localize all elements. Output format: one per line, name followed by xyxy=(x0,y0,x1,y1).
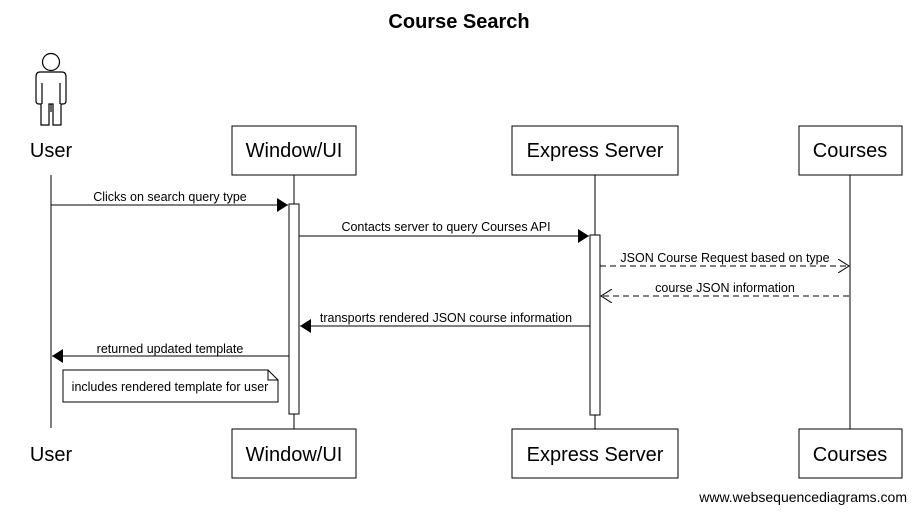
message-1: Clicks on search query type xyxy=(51,190,288,212)
activation-bar-window xyxy=(288,203,300,415)
message-5: transports rendered JSON course informat… xyxy=(300,311,590,333)
participant-courses-bottom: Courses xyxy=(798,428,903,479)
message-4: course JSON information xyxy=(601,281,849,296)
actor-user-top: User xyxy=(30,52,73,162)
participant-label-server: Express Server xyxy=(527,140,664,162)
participant-label-user: User xyxy=(30,140,73,162)
note-text: includes rendered template for user xyxy=(72,380,269,394)
participant-courses-top: Courses xyxy=(798,125,903,176)
participant-label-window: Window/UI xyxy=(246,444,343,466)
participant-label-user: User xyxy=(30,444,73,466)
watermark: www.websequencediagrams.com xyxy=(698,489,907,505)
note: includes rendered template for user xyxy=(62,369,279,403)
actor-icon xyxy=(35,52,67,126)
message-label: returned updated template xyxy=(97,342,244,356)
message-2: Contacts server to query Courses API xyxy=(299,220,589,243)
participant-window-bottom: Window/UI xyxy=(231,428,357,479)
participant-server-top: Express Server xyxy=(511,125,679,176)
activation-bar-server xyxy=(589,234,601,416)
message-label: Contacts server to query Courses API xyxy=(341,220,550,234)
actor-user-bottom: User xyxy=(30,444,73,466)
participant-window-top: Window/UI xyxy=(231,125,357,176)
message-3: JSON Course Request based on type xyxy=(600,251,849,266)
participant-server-bottom: Express Server xyxy=(511,428,679,479)
message-label: Clicks on search query type xyxy=(93,190,247,204)
participant-label-courses: Courses xyxy=(813,140,887,162)
message-label: transports rendered JSON course informat… xyxy=(320,311,572,325)
participant-label-courses: Courses xyxy=(813,444,887,466)
message-label: course JSON information xyxy=(655,281,795,295)
diagram-title: Course Search xyxy=(388,11,529,33)
message-6: returned updated template xyxy=(52,342,289,363)
participant-label-server: Express Server xyxy=(527,444,664,466)
message-label: JSON Course Request based on type xyxy=(620,251,829,265)
participant-label-window: Window/UI xyxy=(246,140,343,162)
